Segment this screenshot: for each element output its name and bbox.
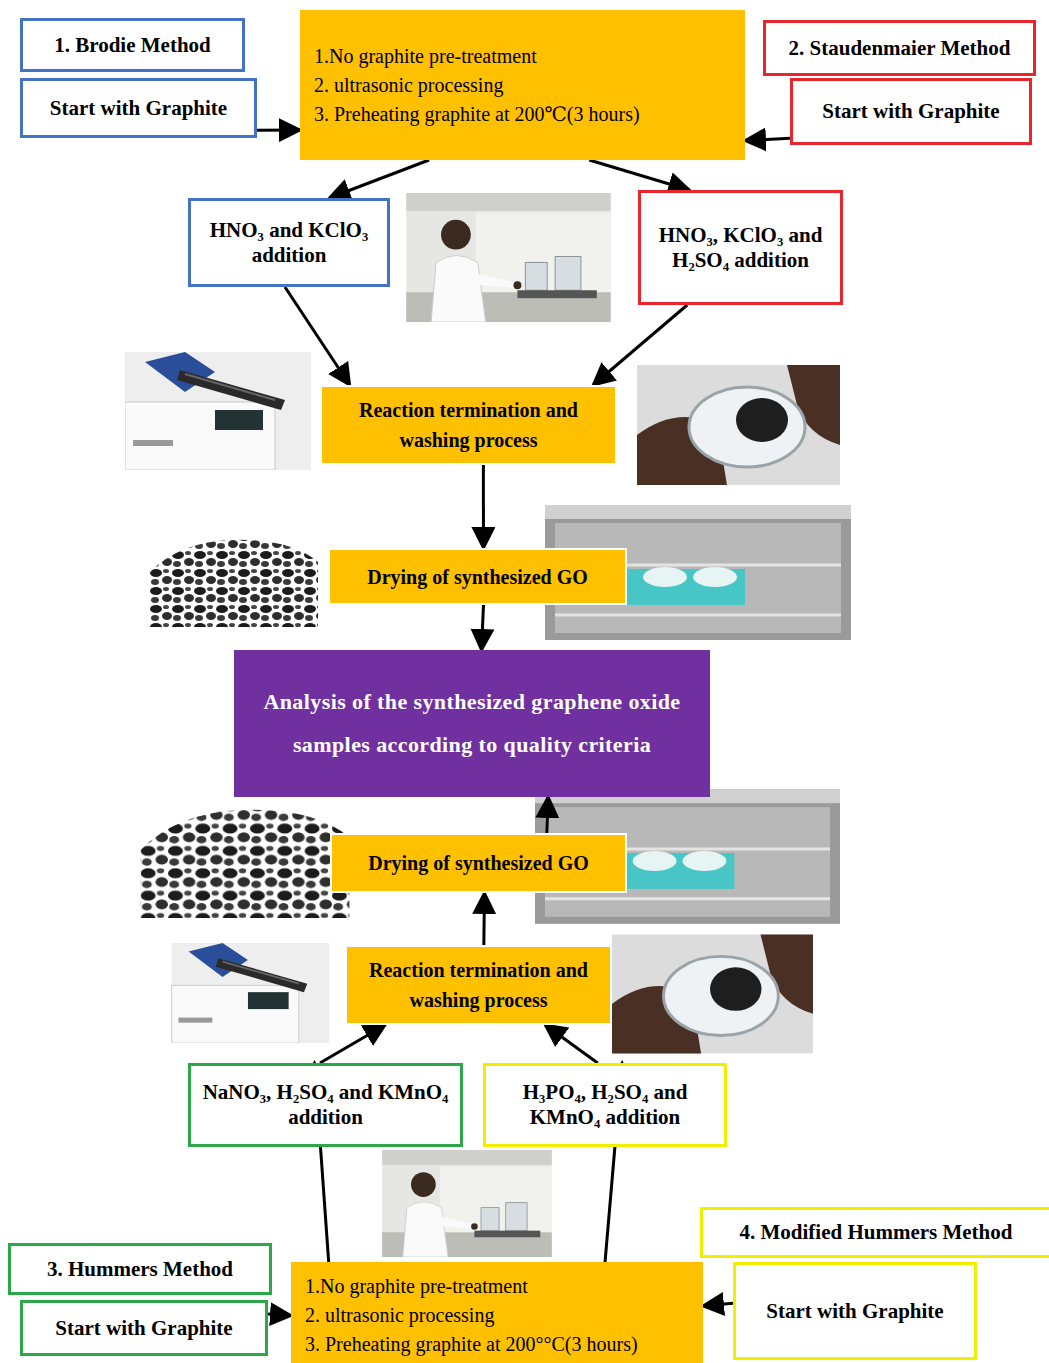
graphite-photo bbox=[141, 800, 350, 918]
flow-arrow bbox=[329, 160, 429, 198]
reagent-box: H₃PO₄, H₂SO₄ and KMnO₄ addition bbox=[483, 1063, 727, 1147]
text-group: H₃PO₄, H₂SO₄ and KMnO₄ addition bbox=[496, 1080, 714, 1130]
text-group: 3. Hummers Method bbox=[21, 1257, 259, 1282]
reagent-box: NaNO₃, H₂SO₄ and KMnO₄ addition bbox=[188, 1063, 463, 1147]
text-group: Start with Graphite bbox=[746, 1299, 964, 1324]
method-title-box: 4. Modified Hummers Method bbox=[700, 1207, 1049, 1258]
box-text: 3. Preheating graphite at 200℃(3 hours) bbox=[314, 100, 731, 129]
pretreatment-box: 1.No graphite pre-treatment2. ultrasonic… bbox=[291, 1262, 703, 1363]
flow-arrow bbox=[482, 605, 484, 650]
box-text: 1.No graphite pre-treatment bbox=[314, 42, 731, 71]
box-text: Start with Graphite bbox=[33, 96, 244, 121]
text-group: HNO₃ and KClO₃ addition bbox=[201, 218, 377, 268]
method-title-box: 1. Brodie Method bbox=[20, 18, 245, 72]
start-box: Start with Graphite bbox=[790, 78, 1032, 145]
box-text: 1.No graphite pre-treatment bbox=[305, 1272, 689, 1301]
scientist-photo bbox=[406, 193, 610, 322]
box-text: Start with Graphite bbox=[746, 1299, 964, 1324]
flow-arrow bbox=[703, 1303, 733, 1306]
text-group: Start with Graphite bbox=[803, 99, 1019, 124]
centrifuge-photo bbox=[172, 943, 330, 1043]
text-group: NaNO₃, H₂SO₄ and KMnO₄ addition bbox=[201, 1080, 450, 1130]
box-text: Reaction termination and washing process bbox=[357, 955, 600, 1015]
text-group: 1.No graphite pre-treatment2. ultrasonic… bbox=[314, 42, 731, 129]
box-text: HNO₃ and KClO₃ addition bbox=[201, 218, 377, 268]
flow-arrow bbox=[285, 287, 350, 385]
scientist-photo bbox=[382, 1150, 552, 1257]
text-group: Reaction termination and washing process bbox=[332, 395, 605, 455]
box-text: 2. ultrasonic processing bbox=[314, 71, 731, 100]
box-text: 2. ultrasonic processing bbox=[305, 1301, 689, 1330]
text-group: Start with Graphite bbox=[33, 96, 244, 121]
box-text: Reaction termination and washing process bbox=[332, 395, 605, 455]
box-text: HNO₃, KClO₃ and H₂SO₄ addition bbox=[651, 223, 830, 273]
text-group: HNO₃, KClO₃ and H₂SO₄ addition bbox=[651, 223, 830, 273]
start-box: Start with Graphite bbox=[733, 1262, 977, 1360]
box-text: 2. Staudenmaier Method bbox=[776, 36, 1023, 61]
flow-arrow bbox=[320, 1025, 385, 1063]
flow-arrow bbox=[268, 1314, 291, 1316]
petri-dish-photo bbox=[612, 935, 813, 1054]
box-text: Drying of synthesized GO bbox=[342, 848, 615, 878]
reagent-box: HNO₃ and KClO₃ addition bbox=[188, 198, 390, 287]
flow-arrow bbox=[547, 797, 548, 833]
process-box: Drying of synthesized GO bbox=[328, 548, 627, 605]
text-group: Start with Graphite bbox=[33, 1316, 255, 1341]
text-group: Drying of synthesized GO bbox=[342, 848, 615, 878]
box-text: Drying of synthesized GO bbox=[340, 562, 615, 592]
analysis-box: Analysis of the synthesized graphene oxi… bbox=[234, 650, 710, 797]
method-title-box: 2. Staudenmaier Method bbox=[763, 20, 1036, 76]
box-text: 4. Modified Hummers Method bbox=[713, 1220, 1039, 1245]
text-group: 2. Staudenmaier Method bbox=[776, 36, 1023, 61]
process-box: Reaction termination and washing process bbox=[345, 945, 612, 1025]
text-group: 1. Brodie Method bbox=[33, 33, 232, 58]
flow-arrow bbox=[482, 893, 486, 945]
box-text: Start with Graphite bbox=[33, 1316, 255, 1341]
flow-arrow bbox=[589, 160, 689, 190]
pretreatment-box: 1.No graphite pre-treatment2. ultrasonic… bbox=[300, 10, 745, 160]
text-group: 1.No graphite pre-treatment2. ultrasonic… bbox=[305, 1272, 689, 1359]
process-box: Drying of synthesized GO bbox=[330, 833, 627, 893]
method-title-box: 3. Hummers Method bbox=[8, 1243, 272, 1295]
text-group: Reaction termination and washing process bbox=[357, 955, 600, 1015]
flow-arrow bbox=[593, 305, 687, 385]
text-group: 4. Modified Hummers Method bbox=[713, 1220, 1039, 1245]
centrifuge-photo bbox=[125, 352, 311, 470]
flow-arrow bbox=[545, 1025, 597, 1063]
box-text: H₃PO₄, H₂SO₄ and KMnO₄ addition bbox=[496, 1080, 714, 1130]
box-text: 3. Hummers Method bbox=[21, 1257, 259, 1282]
flow-arrow bbox=[745, 138, 790, 140]
graphite-photo bbox=[150, 532, 318, 627]
process-box: Reaction termination and washing process bbox=[320, 385, 617, 465]
text-group: Analysis of the synthesized graphene oxi… bbox=[252, 681, 692, 767]
start-box: Start with Graphite bbox=[20, 1300, 268, 1356]
box-text: Start with Graphite bbox=[803, 99, 1019, 124]
box-text: 1. Brodie Method bbox=[33, 33, 232, 58]
flow-arrow bbox=[482, 465, 485, 548]
reagent-box: HNO₃, KClO₃ and H₂SO₄ addition bbox=[638, 190, 843, 305]
box-text: NaNO₃, H₂SO₄ and KMnO₄ addition bbox=[201, 1080, 450, 1130]
petri-dish-photo bbox=[637, 365, 840, 485]
box-text: Analysis of the synthesized graphene oxi… bbox=[252, 681, 692, 767]
flow-arrow bbox=[257, 129, 300, 132]
start-box: Start with Graphite bbox=[20, 78, 257, 138]
box-text: 3. Preheating graphite at 200°°C(3 hours… bbox=[305, 1330, 689, 1359]
text-group: Drying of synthesized GO bbox=[340, 562, 615, 592]
